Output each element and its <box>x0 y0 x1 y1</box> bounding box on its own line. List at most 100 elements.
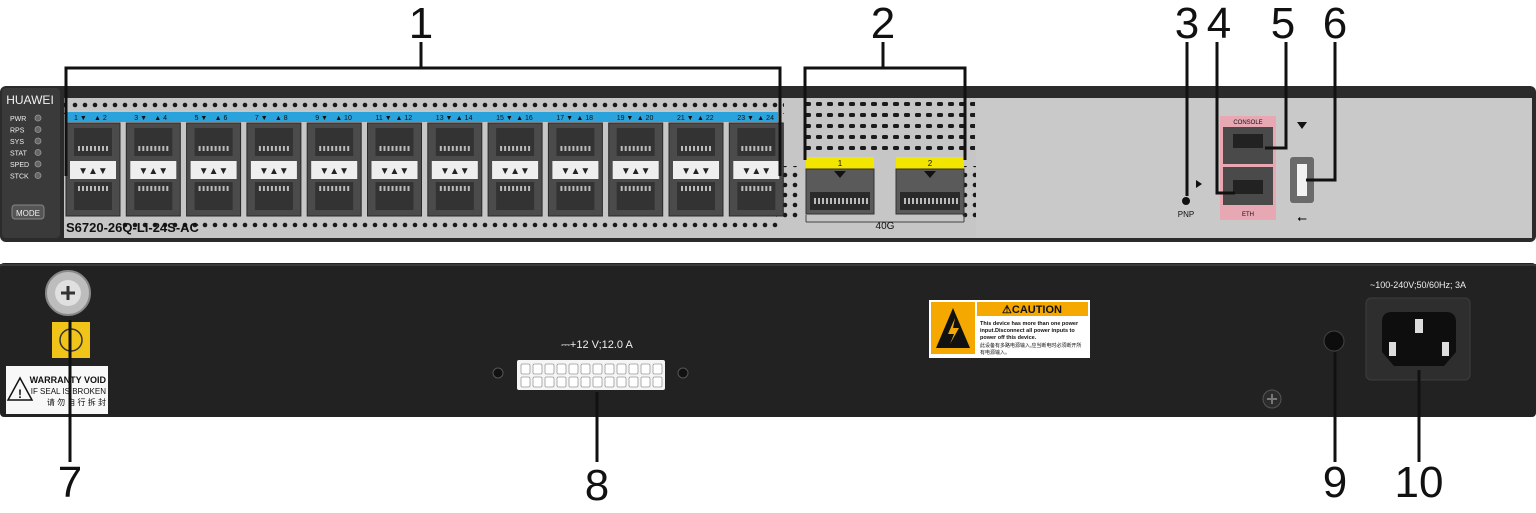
qsfp-port-pin <box>920 198 922 204</box>
ac-input-label: ~100-240V;50/60Hz; 3A <box>1370 280 1466 290</box>
vent-bottom <box>118 218 778 232</box>
sfp-port[interactable] <box>556 128 595 156</box>
warranty-line-2: IF SEAL IS BROKEN <box>31 387 107 396</box>
dc-connector-pin <box>616 376 627 388</box>
sfp-port-pin <box>576 146 579 151</box>
sfp-port-pin <box>564 146 567 151</box>
sfp-port-pin <box>447 146 450 151</box>
qsfp-port-pin <box>854 198 856 204</box>
sfp-port[interactable] <box>315 182 354 210</box>
qsfp-port-pin <box>866 198 868 204</box>
qsfp-port-pin <box>850 198 852 204</box>
sfp-port[interactable] <box>375 128 414 156</box>
sfp-port-pin <box>636 146 639 151</box>
callout-5: 5 <box>1271 0 1295 48</box>
sfp-port[interactable] <box>496 182 535 210</box>
vent-top <box>64 100 784 114</box>
sfp-port-pin <box>150 186 153 191</box>
mode-button[interactable] <box>11 204 45 220</box>
sfp-port[interactable] <box>737 182 776 210</box>
pnp-button[interactable] <box>1182 197 1190 205</box>
sfp-port[interactable] <box>254 128 293 156</box>
sfp-port-pin <box>451 186 454 191</box>
ac-power-socket[interactable] <box>1382 312 1456 366</box>
sfp-port-pin <box>286 146 289 151</box>
sfp-port[interactable] <box>194 182 233 210</box>
sfp-port[interactable] <box>496 128 535 156</box>
sfp-port-pin <box>508 146 511 151</box>
sfp-port-divider <box>431 161 478 179</box>
sfp-port[interactable] <box>134 128 173 156</box>
sfp-port[interactable] <box>556 182 595 210</box>
sfp-port-pin <box>620 146 623 151</box>
callout-2: 2 <box>871 0 895 48</box>
sfp-port-pin <box>504 186 507 191</box>
sfp-port-pin <box>331 146 334 151</box>
sfp-port-pin <box>323 186 326 191</box>
sfp-port-number: 23 ▼ <box>737 115 754 122</box>
led-pwr <box>34 114 42 122</box>
sfp-port[interactable] <box>435 182 474 210</box>
sfp-port[interactable] <box>134 182 173 210</box>
status-panel <box>2 88 60 238</box>
sfp-port[interactable] <box>194 128 233 156</box>
port-status-arrows-icon: ▼▲▼ <box>259 166 289 177</box>
led-stck <box>34 172 42 179</box>
sfp-port-pin <box>86 146 88 151</box>
port-status-arrows-icon: ▼▲▼ <box>199 166 229 177</box>
sfp-port[interactable] <box>616 182 655 210</box>
sfp-port-pin <box>528 146 531 151</box>
ac-pin-ground <box>1415 319 1423 333</box>
sfp-port-pin <box>399 146 402 151</box>
sfp-port-pin <box>753 186 756 191</box>
sfp-port[interactable] <box>315 128 354 156</box>
sfp-port-pin <box>327 146 330 151</box>
dc-connector-pin <box>544 376 555 388</box>
dc-connector-pin <box>628 363 639 375</box>
led-label-stat: STAT <box>10 151 28 158</box>
sfp-port-pair: 11 ▼▲ 12▼▲▼ <box>367 115 422 217</box>
pnp-label: PNP <box>1178 210 1194 219</box>
dc-connector-pin <box>628 376 639 388</box>
sfp-port-number: ▲ 22 <box>697 115 714 122</box>
sfp-port[interactable] <box>737 128 776 156</box>
qsfp-port-pin <box>838 198 840 204</box>
eth-port-jack <box>1233 180 1263 194</box>
sfp-port-divider <box>733 161 780 179</box>
sfp-port-pair: 13 ▼▲ 14▼▲▼ <box>427 115 483 217</box>
sfp-port[interactable] <box>435 128 474 156</box>
sfp-port-pin <box>286 186 289 191</box>
callout-9: 9 <box>1323 458 1347 507</box>
port-number-strip <box>66 112 778 122</box>
sfp-port-pin <box>90 146 92 151</box>
sfp-port-pin <box>270 186 273 191</box>
sfp-port-number: 21 ▼ <box>677 115 694 122</box>
sfp-port[interactable] <box>616 128 655 156</box>
ac-pin-right <box>1442 342 1449 356</box>
sfp-port-pin <box>443 186 446 191</box>
sfp-port-pin <box>749 186 752 191</box>
qsfp-port-pin <box>932 198 934 204</box>
sfp-port[interactable] <box>677 182 715 210</box>
sfp-port-number: ▲ 24 <box>757 115 774 122</box>
sfp-port-pin <box>761 186 764 191</box>
sfp-port-pin <box>162 186 165 191</box>
sfp-port[interactable] <box>254 182 293 210</box>
eth-label: ETH <box>1242 212 1254 218</box>
sfp-port[interactable] <box>74 128 112 156</box>
sfp-port-divider <box>250 161 297 179</box>
console-label: CONSOLE <box>1233 120 1262 126</box>
sfp-port[interactable] <box>375 182 414 210</box>
led-label-pwr: PWR <box>10 116 26 123</box>
sfp-port-pin <box>455 146 458 151</box>
sfp-port-number: 11 ▼ <box>376 115 392 122</box>
sfp-port-pin <box>685 186 687 191</box>
model-label: S6720-26Q-LI-24S-AC <box>66 220 200 235</box>
sfp-port-number: ▲ 20 <box>637 115 654 122</box>
sfp-port[interactable] <box>677 128 715 156</box>
sfp-port[interactable] <box>74 182 112 210</box>
qsfp-port-pin <box>956 198 958 204</box>
sfp-port-pin <box>98 186 100 191</box>
console-port-jack <box>1233 134 1263 148</box>
